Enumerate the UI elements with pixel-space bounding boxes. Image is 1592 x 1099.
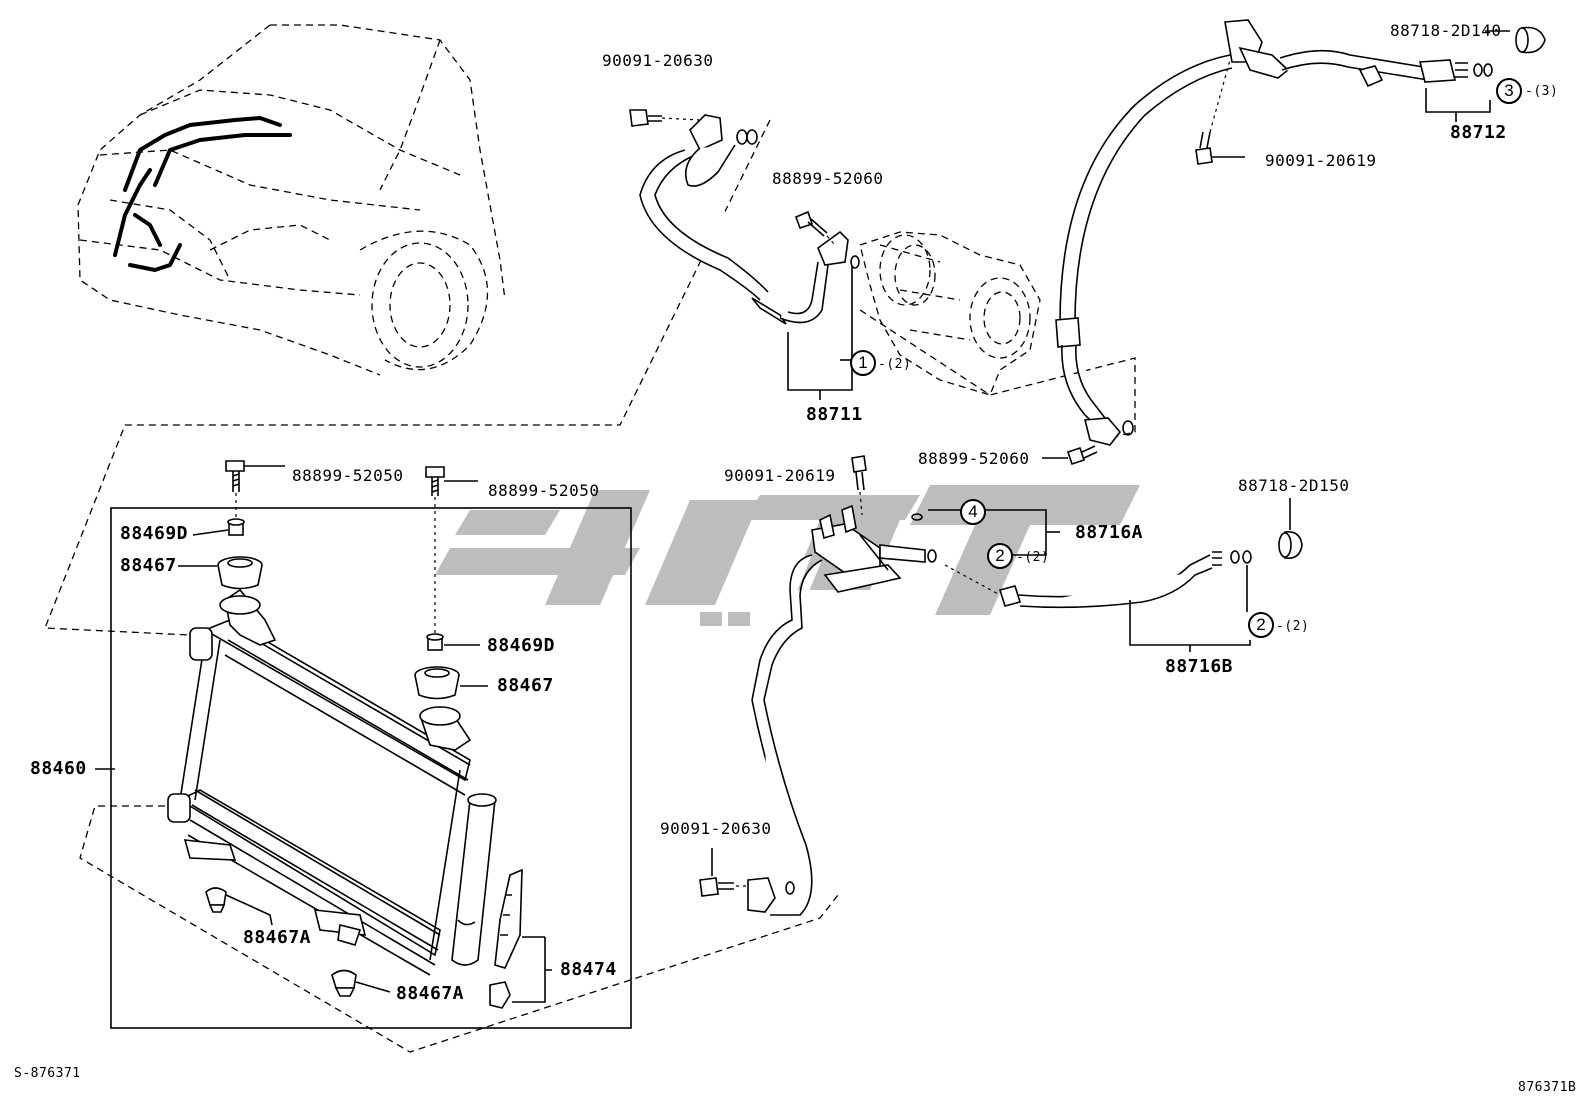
mount-88467A-bottom: [331, 969, 357, 997]
pipe-88716B: [998, 550, 1252, 652]
callout-2-a[interactable]: 2: [987, 543, 1013, 569]
label-88460[interactable]: 88460: [30, 758, 87, 779]
mount-88467-mid: [414, 666, 461, 726]
condenser-frame-box: [110, 507, 632, 1029]
bracket-88474: [489, 868, 552, 1009]
label-88899-52060-top[interactable]: 88899-52060: [772, 169, 884, 188]
hose-long-right: [1055, 19, 1493, 446]
callout-3[interactable]: 3: [1496, 78, 1522, 104]
condenser-88460: [167, 588, 472, 976]
mount-88467A-left: [205, 887, 227, 913]
label-90091-20630-bottom[interactable]: 90091-20630: [660, 819, 772, 838]
pipe-88716A: [747, 504, 1060, 916]
label-88718-2D150[interactable]: 88718-2D150: [1238, 476, 1350, 495]
compressor: [859, 231, 1136, 441]
diagram-code-left: S-876371: [14, 1066, 81, 1081]
label-88899-52050-left[interactable]: 88899-52050: [292, 466, 404, 485]
leaders-condenser: [95, 465, 488, 993]
label-88469D-top[interactable]: 88469D: [120, 523, 189, 544]
assembly-boundary-left: [44, 119, 771, 636]
label-88712[interactable]: 88712: [1450, 122, 1507, 143]
label-88899-52050-right[interactable]: 88899-52050: [488, 481, 600, 500]
label-88899-52060-mid[interactable]: 88899-52060: [918, 449, 1030, 468]
bolt-88899-52050-left: [225, 460, 245, 520]
label-90091-20619-top[interactable]: 90091-20619: [1265, 151, 1377, 170]
cap-88718-2D150: [1278, 498, 1303, 560]
label-88716A[interactable]: 88716A: [1075, 522, 1144, 543]
bolt-90091-20630-top: [629, 109, 701, 127]
label-90091-20619-mid[interactable]: 90091-20619: [724, 466, 836, 485]
label-88469D-mid[interactable]: 88469D: [487, 635, 556, 656]
collar-88469D: [227, 518, 444, 651]
callout-2-b-qty: -(2): [1276, 619, 1310, 634]
assembly-boundary-bottom: [79, 805, 839, 1053]
label-88718-2D140[interactable]: 88718-2D140: [1390, 21, 1502, 40]
bolt-90091-20619-mid: [851, 455, 867, 516]
label-88716B[interactable]: 88716B: [1165, 656, 1234, 677]
callout-1[interactable]: 1: [850, 350, 876, 376]
hose-88711: [639, 114, 860, 400]
bolt-88899-52060-mid: [1042, 445, 1098, 466]
callout-2-a-qty: -(2): [1016, 550, 1050, 565]
mount-88467-top: [217, 556, 263, 615]
diagram-code-right: 876371B: [1518, 1080, 1577, 1095]
label-88467-top[interactable]: 88467: [120, 555, 177, 576]
vehicle-outline: [77, 24, 506, 376]
callout-4[interactable]: 4: [960, 499, 986, 525]
label-88467A-bottom[interactable]: 88467A: [396, 983, 465, 1004]
callout-2-b[interactable]: 2: [1248, 612, 1274, 638]
callout-3-qty: -(3): [1525, 84, 1559, 99]
callout-1-qty: -(2): [878, 357, 912, 372]
label-88474[interactable]: 88474: [560, 959, 617, 980]
label-88467A-left[interactable]: 88467A: [243, 927, 312, 948]
receiver-drier: [451, 793, 497, 966]
bolt-90091-20630-bottom: [699, 848, 750, 897]
bolt-88899-52060-top: [794, 210, 836, 246]
label-88467-mid[interactable]: 88467: [497, 675, 554, 696]
label-90091-20630-top[interactable]: 90091-20630: [602, 51, 714, 70]
bolt-88899-52050-right: [425, 466, 445, 636]
cap-88718-2D140: [1485, 26, 1546, 54]
label-88711[interactable]: 88711: [806, 404, 863, 425]
bolt-90091-20619-top: [1195, 59, 1245, 165]
